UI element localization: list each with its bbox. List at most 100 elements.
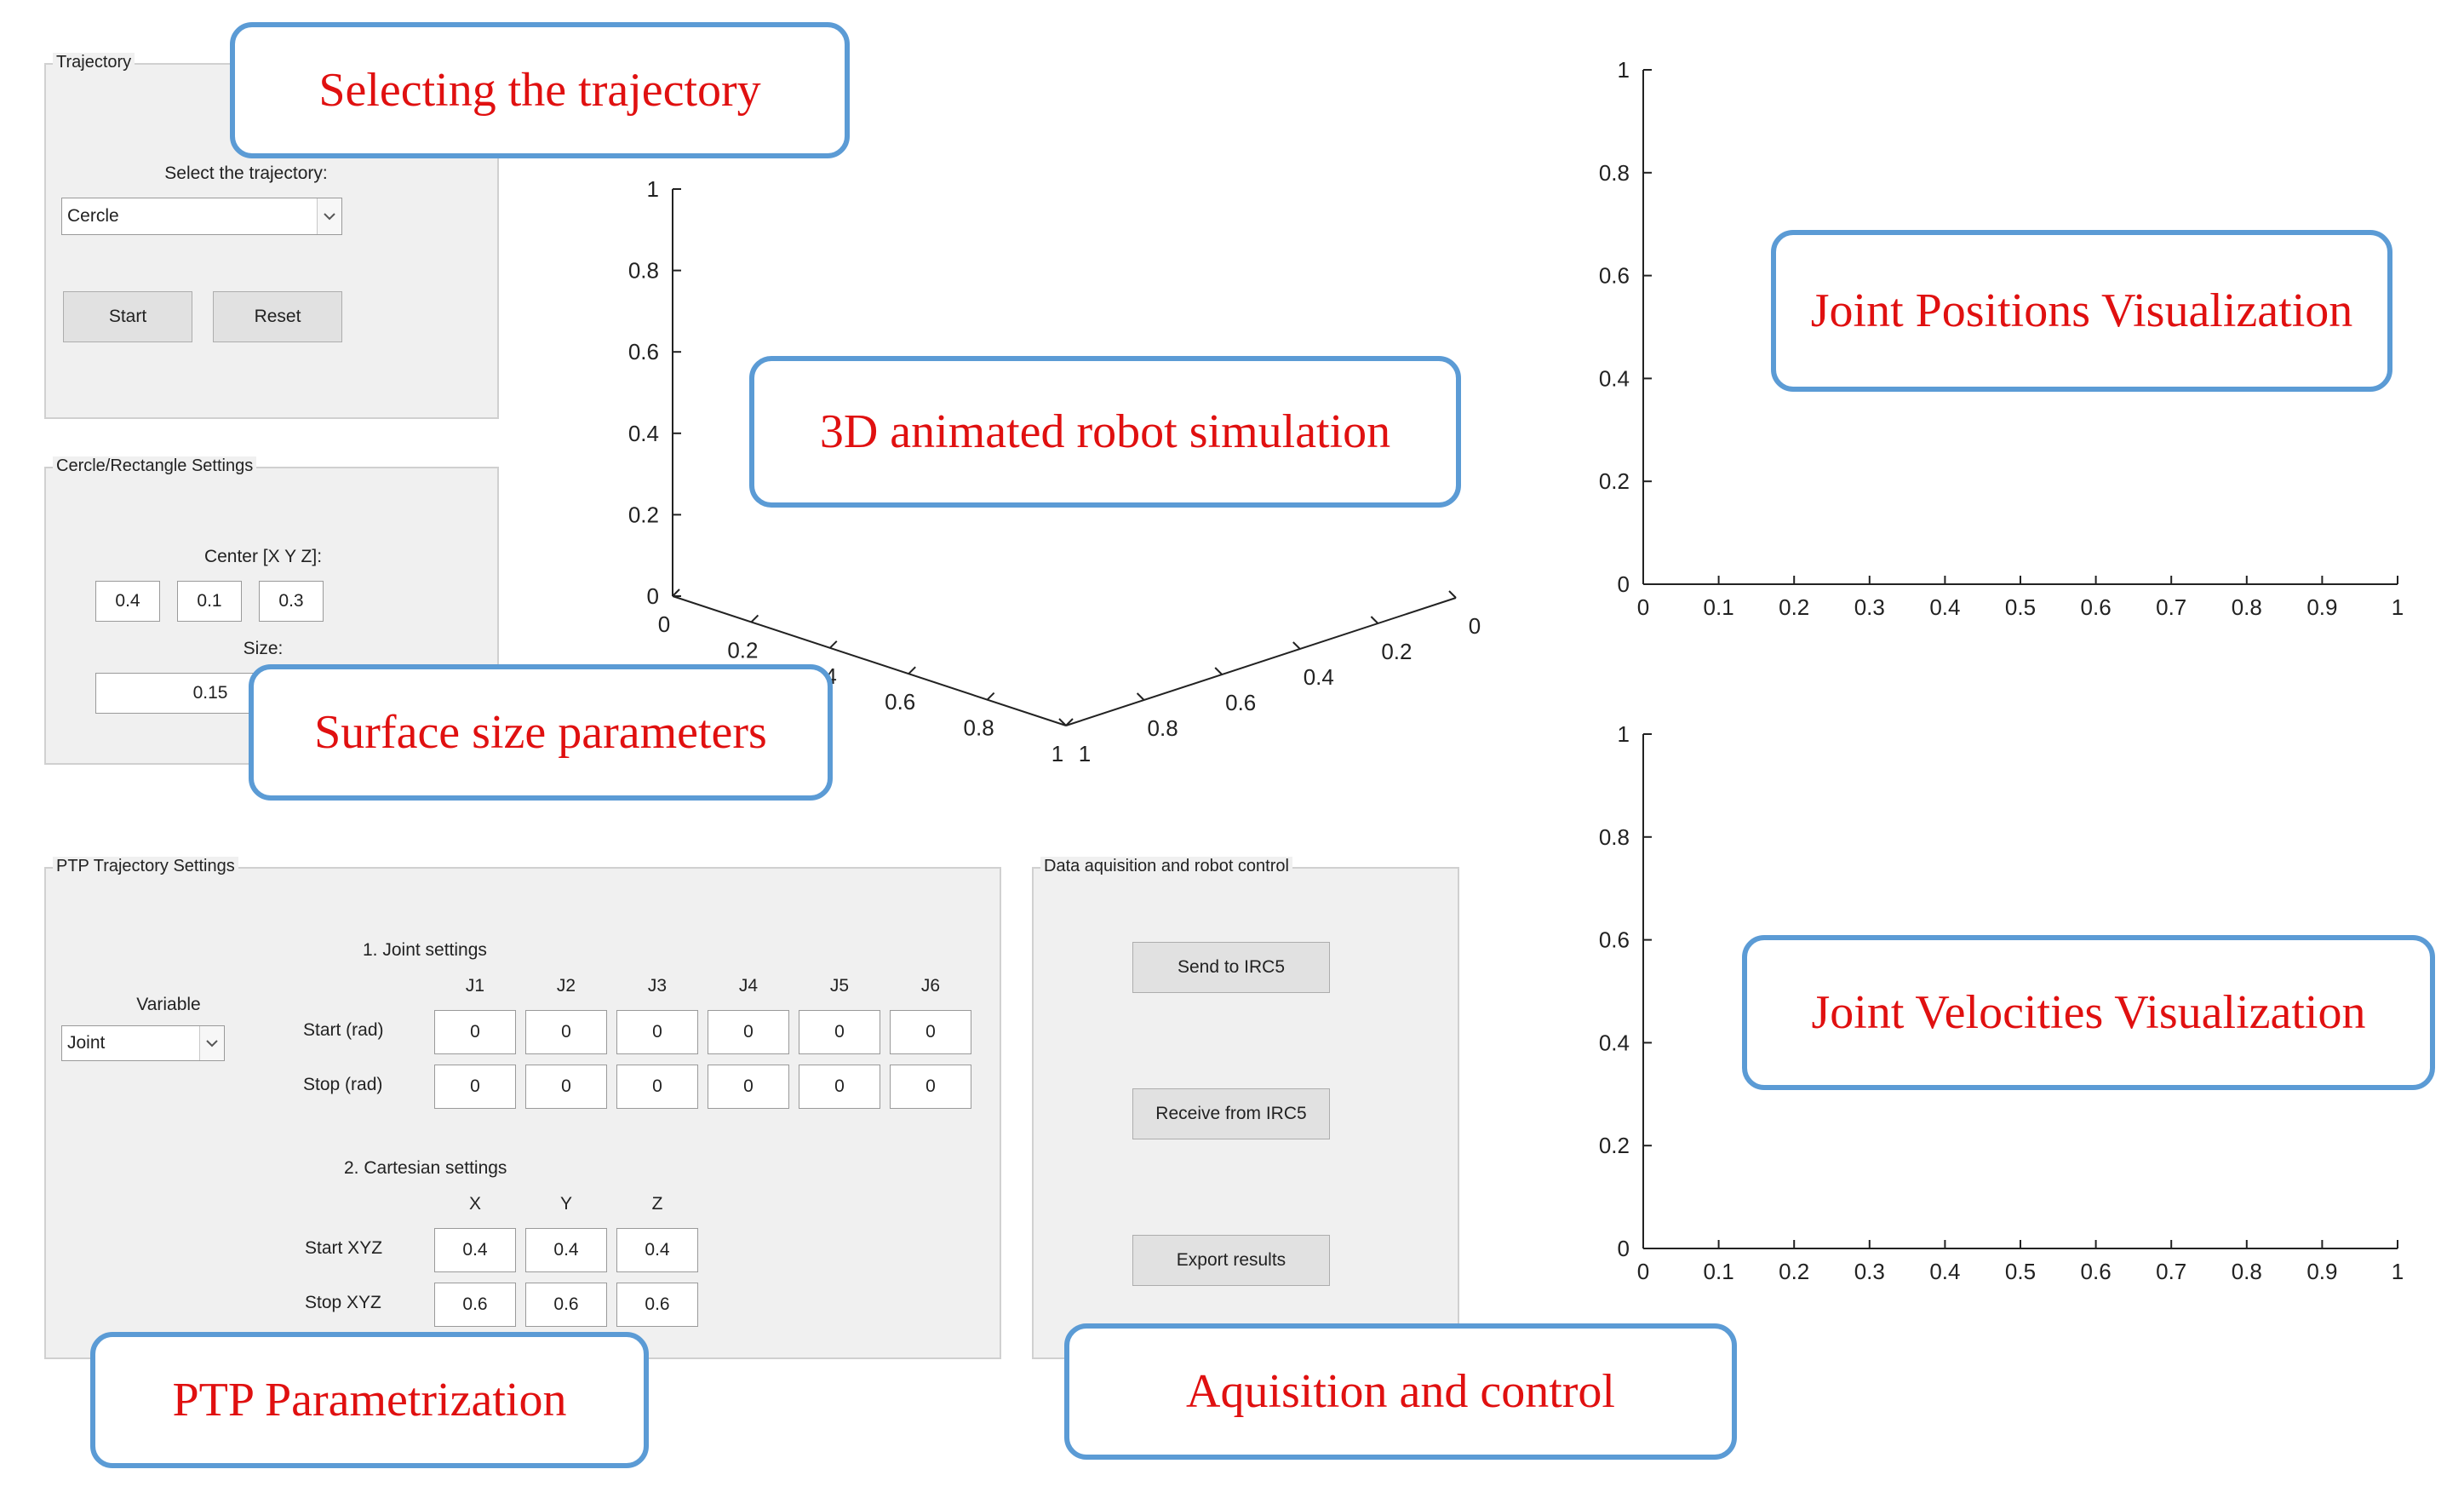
y-tick [1292, 641, 1301, 650]
shape-settings-title: Cercle/Rectangle Settings [53, 456, 257, 476]
ptp-settings-title: PTP Trajectory Settings [53, 857, 238, 876]
joint-header: J1 [465, 976, 485, 996]
positions-x-tick-label: 0.5 [2005, 594, 2036, 620]
velocities-x-tick-label: 0.1 [1704, 1259, 1734, 1284]
trajectory-dropdown-value: Cercle [67, 206, 119, 226]
x-tick [672, 588, 680, 597]
x-tick-label: 0.6 [885, 689, 915, 715]
y-tick-label: 0.2 [1381, 639, 1412, 664]
export-results-button[interactable]: Export results [1132, 1235, 1330, 1286]
y-tick-label: 0.6 [1225, 690, 1256, 715]
robot-3d-axes[interactable]: 00.20.40.60.8100.20.40.60.8100.20.40.60.… [596, 170, 1533, 783]
positions-y-tick-label: 0.2 [1599, 468, 1630, 494]
callout-surface: Surface size parameters [249, 664, 833, 801]
center-y-field[interactable]: 0.1 [177, 581, 242, 622]
positions-y-tick-label: 0 [1618, 571, 1630, 597]
y-tick-label: 0 [1469, 613, 1481, 639]
stop-joint-field[interactable]: 0 [525, 1065, 607, 1109]
x-tick-label: 0.2 [727, 637, 758, 663]
velocities-x-tick-label: 0.2 [1779, 1259, 1809, 1284]
start-y-field[interactable]: 0.4 [525, 1228, 607, 1272]
stop-y-field[interactable]: 0.6 [525, 1283, 607, 1327]
cart-header: X [468, 1194, 481, 1214]
y-tick-label: 0.4 [1304, 664, 1334, 690]
stop-joint-field[interactable]: 0 [434, 1065, 516, 1109]
z-tick-label: 1 [647, 176, 659, 202]
x-tick-label: 0 [658, 611, 670, 637]
stop-joint-field[interactable]: 0 [890, 1065, 971, 1109]
positions-x-tick-label: 0.2 [1779, 594, 1809, 620]
data-acquisition-title: Data aquisition and robot control [1040, 857, 1292, 876]
start-joint-field[interactable]: 0 [799, 1010, 880, 1054]
center-x-field[interactable]: 0.4 [95, 581, 160, 622]
axes-3d-group: 00.20.40.60.8100.20.40.60.8100.20.40.60.… [628, 176, 1481, 766]
start-joint-field[interactable]: 0 [616, 1010, 698, 1054]
callout-acquisition: Aquisition and control [1064, 1323, 1737, 1460]
center-label: Center [X Y Z]: [203, 547, 323, 566]
z-tick-label: 0.2 [628, 502, 659, 527]
variable-label: Variable [136, 995, 201, 1014]
start-joint-field[interactable]: 0 [890, 1010, 971, 1054]
joint-header: J3 [647, 976, 668, 996]
center-z-field[interactable]: 0.3 [259, 581, 324, 622]
start-rad-label: Start (rad) [303, 1020, 384, 1040]
x-tick [908, 666, 916, 674]
y-axis-line [1065, 597, 1457, 726]
stop-joint-field[interactable]: 0 [799, 1065, 880, 1109]
send-to-irc5-button[interactable]: Send to IRC5 [1132, 942, 1330, 993]
z-tick-label: 0.4 [628, 421, 659, 446]
start-xyz-label: Start XYZ [305, 1238, 383, 1258]
positions-x-tick-label: 0.4 [1929, 594, 1960, 620]
positions-y-tick-label: 0.8 [1599, 160, 1630, 186]
callout-velocities: Joint Velocities Visualization [1742, 935, 2435, 1090]
stop-z-field[interactable]: 0.6 [616, 1283, 698, 1327]
variable-dropdown[interactable]: Joint [61, 1025, 225, 1061]
y-tick-label: 1 [1079, 741, 1091, 766]
positions-x-tick-label: 1 [2392, 594, 2404, 620]
stop-joint-field[interactable]: 0 [616, 1065, 698, 1109]
velocities-x-tick-label: 0.4 [1929, 1259, 1960, 1284]
velocities-y-tick-label: 1 [1618, 721, 1630, 747]
positions-x-tick-label: 0.7 [2156, 594, 2186, 620]
joint-header: J5 [829, 976, 850, 996]
start-z-field[interactable]: 0.4 [616, 1228, 698, 1272]
positions-x-tick-label: 0.9 [2306, 594, 2337, 620]
y-tick [1214, 667, 1223, 675]
velocities-x-tick-label: 0.9 [2306, 1259, 2337, 1284]
velocities-y-tick-label: 0 [1618, 1236, 1630, 1261]
stop-x-field[interactable]: 0.6 [434, 1283, 516, 1327]
velocities-y-tick-label: 0.8 [1599, 824, 1630, 850]
positions-y-tick-label: 1 [1618, 57, 1630, 83]
start-x-field[interactable]: 0.4 [434, 1228, 516, 1272]
velocities-x-tick-label: 0.8 [2232, 1259, 2262, 1284]
start-joint-field[interactable]: 0 [708, 1010, 789, 1054]
y-tick [1370, 616, 1379, 624]
callout-simulation: 3D animated robot simulation [749, 356, 1461, 508]
start-button[interactable]: Start [63, 291, 192, 342]
z-tick-label: 0.8 [628, 258, 659, 284]
x-tick [750, 614, 759, 623]
cart-header: Z [651, 1194, 663, 1214]
y-tick [1448, 590, 1457, 599]
joint-header: J4 [738, 976, 759, 996]
x-tick-label: 0.8 [964, 715, 994, 741]
callout-trajectory: Selecting the trajectory [230, 22, 850, 158]
stop-joint-field[interactable]: 0 [708, 1065, 789, 1109]
y-tick [1058, 718, 1067, 726]
trajectory-dropdown[interactable]: Cercle [61, 198, 342, 235]
positions-x-tick-label: 0.1 [1704, 594, 1734, 620]
velocities-x-tick-label: 0.3 [1854, 1259, 1885, 1284]
start-joint-field[interactable]: 0 [525, 1010, 607, 1054]
start-joint-field[interactable]: 0 [434, 1010, 516, 1054]
velocities-y-tick-label: 0.6 [1599, 927, 1630, 953]
callout-ptp: PTP Parametrization [90, 1332, 649, 1468]
positions-x-tick-label: 0.8 [2232, 594, 2262, 620]
receive-from-irc5-button[interactable]: Receive from IRC5 [1132, 1088, 1330, 1139]
velocities-x-tick-label: 1 [2392, 1259, 2404, 1284]
x-tick [1065, 718, 1074, 726]
reset-button[interactable]: Reset [213, 291, 342, 342]
positions-x-tick-label: 0 [1637, 594, 1649, 620]
trajectory-panel-title: Trajectory [53, 53, 135, 72]
